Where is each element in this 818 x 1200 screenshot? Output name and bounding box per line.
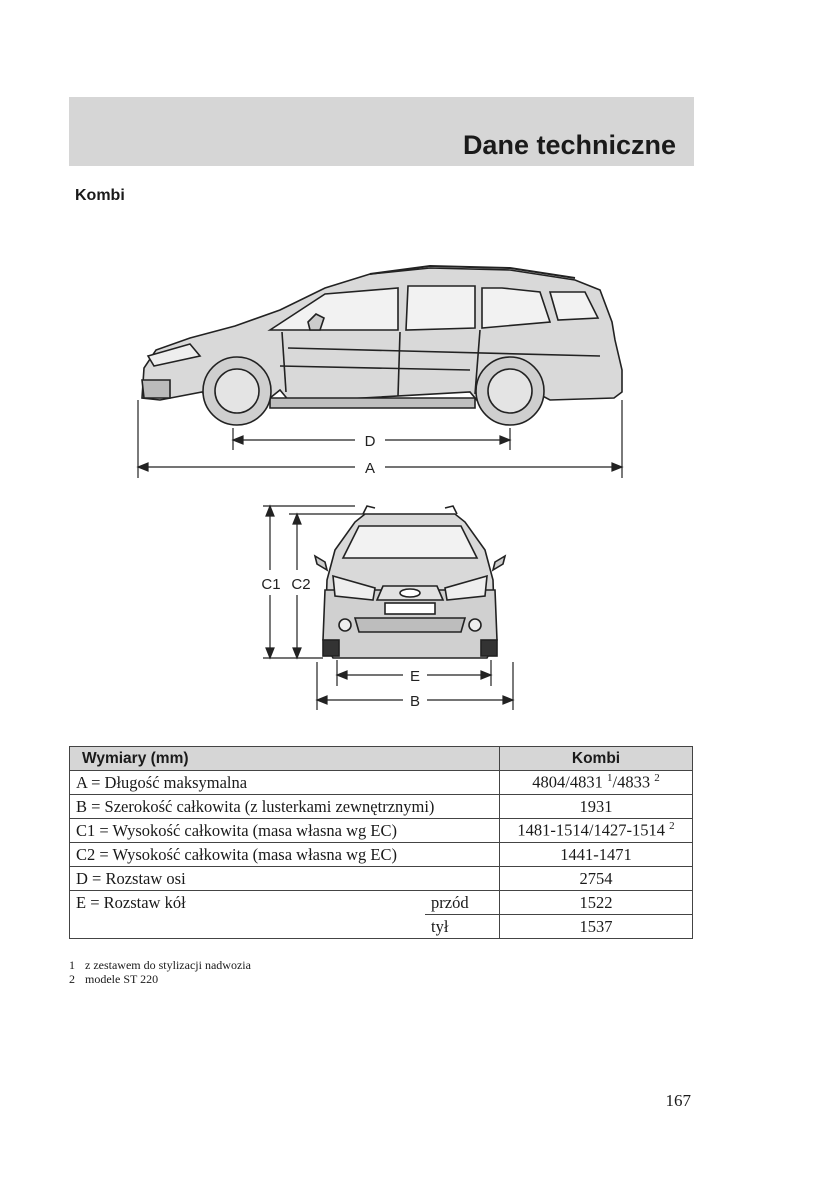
label-c1: C1 xyxy=(261,576,280,593)
row-value: 1522 xyxy=(499,890,693,915)
row-value: 1537 xyxy=(499,914,693,939)
side-view-drawing: D A xyxy=(136,264,624,478)
front-view-drawing: C1 C2 E B xyxy=(261,504,515,710)
table-row: tył 1537 xyxy=(69,914,693,939)
row-value: 1931 xyxy=(499,794,693,819)
row-value: 2754 xyxy=(499,866,693,891)
table-row: D = Rozstaw osi 2754 xyxy=(69,866,693,891)
section-subtitle: Kombi xyxy=(75,187,125,204)
label-e: E xyxy=(410,668,420,685)
label-b: B xyxy=(410,693,420,710)
row-value: 1481-1514/1427-1514 2 xyxy=(499,818,693,843)
table-row: A = Długość maksymalna 4804/4831 1/4833 … xyxy=(69,770,693,795)
row-sub: tył xyxy=(425,914,500,939)
label-d: D xyxy=(365,433,376,450)
table-row: C2 = Wysokość całkowita (masa własna wg … xyxy=(69,842,693,867)
row-desc: D = Rozstaw osi xyxy=(69,866,500,891)
row-value: 4804/4831 1/4833 2 xyxy=(499,770,693,795)
row-desc xyxy=(69,914,425,939)
table-row: E = Rozstaw kół przód 1522 xyxy=(69,890,693,915)
header-band: Dane techniczne xyxy=(69,97,694,166)
row-desc: A = Długość maksymalna xyxy=(69,770,500,795)
row-value: 1441-1471 xyxy=(499,842,693,867)
row-desc: C2 = Wysokość całkowita (masa własna wg … xyxy=(69,842,500,867)
row-sub: przód xyxy=(425,890,500,915)
header-dimension: Wymiary (mm) xyxy=(69,746,500,771)
dimensions-table: Wymiary (mm) Kombi A = Długość maksymaln… xyxy=(69,746,693,939)
table-row: B = Szerokość całkowita (z lusterkami ze… xyxy=(69,794,693,819)
row-desc: B = Szerokość całkowita (z lusterkami ze… xyxy=(69,794,500,819)
table-row: C1 = Wysokość całkowita (masa własna wg … xyxy=(69,818,693,843)
label-a: A xyxy=(365,460,375,477)
page-number: 167 xyxy=(665,1091,692,1110)
table-header-row: Wymiary (mm) Kombi xyxy=(69,746,693,771)
label-c2: C2 xyxy=(291,576,310,593)
page-title: Dane techniczne xyxy=(462,130,676,160)
row-desc: E = Rozstaw kół xyxy=(69,890,425,915)
header-variant: Kombi xyxy=(499,746,693,771)
row-desc: C1 = Wysokość całkowita (masa własna wg … xyxy=(69,818,500,843)
